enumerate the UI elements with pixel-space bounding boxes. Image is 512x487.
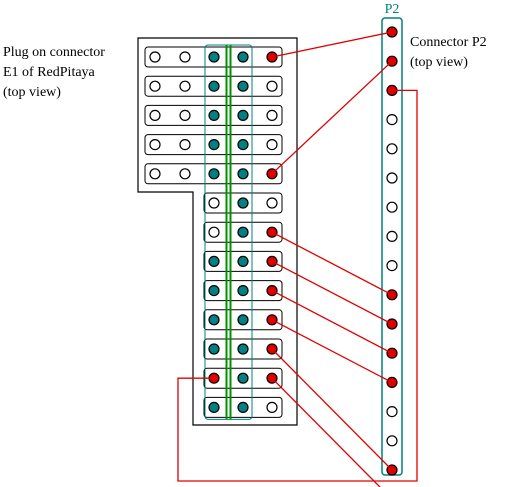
- plug-pin-ground: [208, 80, 220, 92]
- loop-wire: [177, 89, 418, 482]
- plug-row-frame: [203, 309, 283, 331]
- plug-pin-ground: [237, 197, 249, 209]
- plug-pin-unused: [266, 109, 278, 122]
- connector-pin-unused: [386, 143, 398, 155]
- plug-pin-ground: [237, 343, 249, 355]
- ground-bus: [204, 44, 253, 420]
- plug-pin-unused: [266, 139, 278, 151]
- connector-pin-unused: [386, 230, 398, 242]
- plug-pin-unused: [266, 80, 278, 92]
- plug-rows: [144, 46, 283, 418]
- plug-pin-unused: [266, 401, 278, 413]
- ground-bus-frame: [204, 44, 253, 420]
- connector-p2-pins: [386, 26, 398, 476]
- plug-pin-ground: [237, 109, 249, 122]
- plug-pin-ground: [208, 255, 220, 267]
- plug-pin-ground: [208, 51, 220, 63]
- plug-row-frame: [203, 250, 283, 272]
- connector-p2-title: P2: [385, 2, 400, 17]
- plug-pin-ground: [208, 285, 220, 297]
- wire: [271, 290, 393, 354]
- connector-pin-unused: [386, 201, 398, 213]
- plug-row-frame: [144, 163, 283, 185]
- plug-row-frame: [144, 104, 283, 126]
- wire: [271, 231, 393, 296]
- plug-pin-unused: [179, 51, 191, 63]
- plug-pin-ground: [208, 343, 220, 355]
- plug-label-line-2: E1 of RedPitaya: [3, 65, 96, 80]
- plug-pin-ground: [208, 401, 220, 413]
- plug-pin-ground: [237, 255, 249, 267]
- plug-pin-unused: [179, 139, 191, 151]
- plug-pin-unused: [266, 197, 278, 209]
- plug-pin-ground: [237, 285, 249, 297]
- plug-pin-ground: [237, 226, 249, 238]
- plug-pin-unused: [179, 80, 191, 92]
- wire: [271, 319, 393, 383]
- plug-pin-ground: [208, 314, 220, 326]
- plug-pin-ground: [237, 372, 249, 384]
- plug-row-frame: [144, 75, 283, 97]
- plug-row-frame: [203, 396, 283, 418]
- connector-pin-unused: [386, 172, 398, 184]
- plug-pin-ground: [237, 314, 249, 326]
- plug-row-frame: [203, 338, 283, 360]
- plug-label-line-1: Plug on connector: [3, 45, 105, 60]
- connector-pin-unused: [386, 435, 398, 447]
- plug-pin-ground: [237, 168, 249, 180]
- plug-pin-unused: [149, 139, 161, 151]
- plug-pin-ground: [208, 109, 220, 122]
- plug-row-frame: [144, 134, 283, 156]
- plug-pin-unused: [149, 168, 161, 180]
- plug-pin-unused: [149, 109, 161, 122]
- wire: [271, 60, 393, 175]
- wires: [177, 31, 418, 487]
- plug-pin-ground: [237, 51, 249, 63]
- plug-pin-ground: [208, 139, 220, 151]
- plug-pin-unused: [149, 80, 161, 92]
- plug-label-line-3: (top view): [3, 85, 61, 100]
- plug-pin-ground: [237, 401, 249, 413]
- plug-pin-unused: [149, 51, 161, 63]
- plug-row-frame: [203, 192, 283, 214]
- plug-pin-ground: [208, 168, 220, 180]
- plug-pin-unused: [179, 109, 191, 122]
- wire: [271, 31, 393, 58]
- plug-pin-unused: [208, 226, 220, 238]
- plug-row-frame: [203, 221, 283, 243]
- plug-pin-unused: [208, 197, 220, 209]
- connector-label-line-2: (top view): [410, 55, 468, 70]
- plug-row-frame: [203, 280, 283, 302]
- connector-pin-unused: [386, 113, 398, 126]
- connector-label-line-1: Connector P2: [410, 35, 487, 50]
- wire: [271, 348, 393, 471]
- connector-pin-unused: [386, 260, 398, 272]
- wire: [271, 260, 393, 325]
- plug-pin-unused: [179, 168, 191, 180]
- connector-pin-unused: [386, 406, 398, 418]
- plug-row-frame: [144, 46, 283, 68]
- wire: [271, 377, 381, 487]
- plug-pin-ground: [237, 80, 249, 92]
- plug-pin-ground: [237, 139, 249, 151]
